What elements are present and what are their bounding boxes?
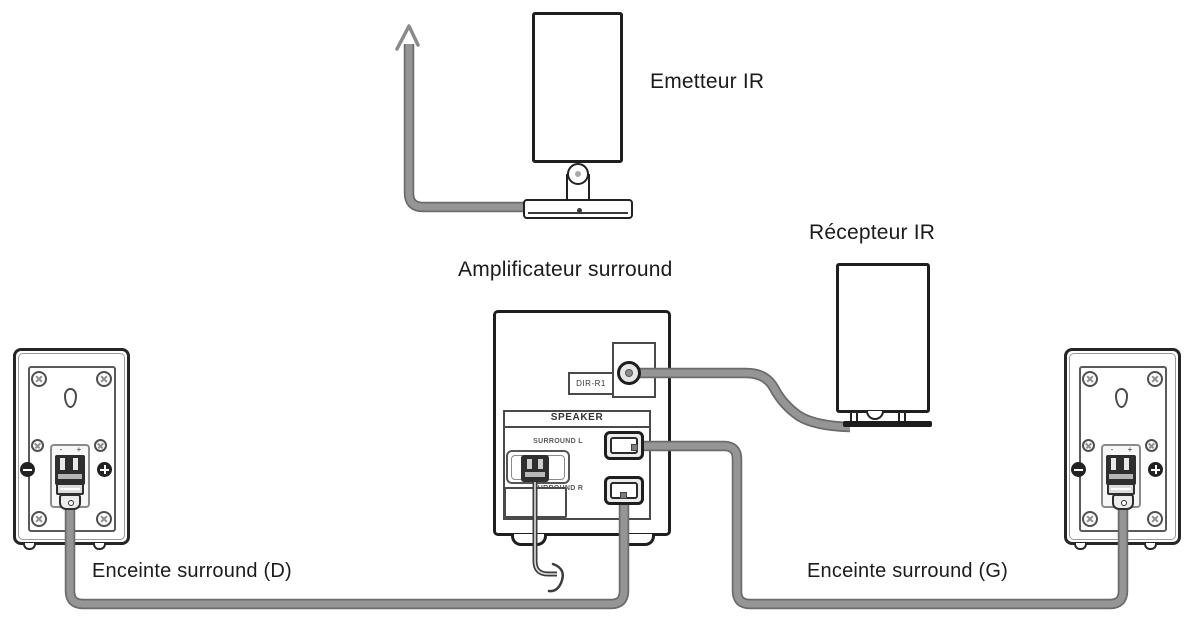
connector-band xyxy=(58,474,82,479)
boot-hole xyxy=(1121,500,1127,506)
speaker-foot xyxy=(1144,543,1157,550)
dir-r1-plug xyxy=(625,369,633,377)
surround-r-plug xyxy=(620,492,627,499)
ir-receiver-swivel-notch xyxy=(866,411,884,420)
minus-circle-icon xyxy=(20,462,35,477)
surround-l-port xyxy=(604,431,644,460)
arrow-up-icon xyxy=(395,24,420,51)
terminal-plus-mark: + xyxy=(1127,445,1133,454)
ir-emitter-label: Emetteur IR xyxy=(650,70,765,93)
ir-emitter-cable xyxy=(395,24,524,213)
ir-emitter-body xyxy=(532,12,623,163)
plug-band xyxy=(525,472,545,477)
cable-boot xyxy=(1112,494,1134,510)
ir-receiver-body xyxy=(836,263,930,413)
surround-speaker-left-label: Enceinte surround (G) xyxy=(807,560,1008,582)
base-screw-dot xyxy=(577,208,582,213)
plus-circle-icon xyxy=(1148,462,1163,477)
amplifier-foot xyxy=(511,534,547,546)
surround-l-port-label: SURROUND L xyxy=(533,438,583,445)
plug-slot xyxy=(527,459,532,469)
wire-slot xyxy=(1124,458,1129,470)
dir-r1-jack xyxy=(617,361,641,385)
wire-slot xyxy=(73,458,78,470)
keyhole-icon xyxy=(64,388,77,408)
joint-pivot xyxy=(575,171,581,177)
keyhole-icon xyxy=(1115,388,1128,408)
terminal-minus-mark: - xyxy=(59,445,63,454)
terminal-connector-block xyxy=(55,455,85,485)
amplifier-lower-panel-box xyxy=(504,487,567,518)
boot-hole xyxy=(68,500,74,506)
cord-break-squiggle-icon xyxy=(547,562,564,593)
plus-circle-icon xyxy=(97,462,112,477)
connector-band xyxy=(1109,474,1133,479)
ir-receiver-label: Récepteur IR xyxy=(809,221,936,244)
cable-boot xyxy=(59,494,81,510)
terminal-minus-mark: - xyxy=(1110,445,1114,454)
wire-slot xyxy=(1111,458,1116,470)
minus-circle-icon xyxy=(1071,462,1086,477)
ir-emitter-swivel-joint xyxy=(567,163,589,185)
surround-speaker-right-label: Enceinte surround (D) xyxy=(92,560,292,582)
plug-seam xyxy=(1111,488,1131,490)
amplifier-foot xyxy=(619,534,655,546)
speaker-foot xyxy=(1074,543,1087,550)
dir-r1-port-label: DIR-R1 xyxy=(568,372,614,395)
ir-receiver-stand-base xyxy=(843,421,932,427)
speaker-section-label: SPEAKER xyxy=(503,410,651,428)
base-seam-line xyxy=(528,212,628,214)
wire-slot xyxy=(60,458,65,470)
plug-slot xyxy=(538,459,543,469)
plug-seam xyxy=(60,488,80,490)
speaker-foot xyxy=(23,543,36,550)
surround-r-port xyxy=(604,476,644,505)
terminal-connector-block xyxy=(1106,455,1136,485)
surround-l-plug xyxy=(631,444,638,451)
power-plug xyxy=(521,455,549,482)
terminal-plus-mark: + xyxy=(76,445,82,454)
ir-emitter-stand-base xyxy=(523,199,633,219)
surround-amplifier-label: Amplificateur surround xyxy=(458,258,673,281)
speaker-foot xyxy=(93,543,106,550)
